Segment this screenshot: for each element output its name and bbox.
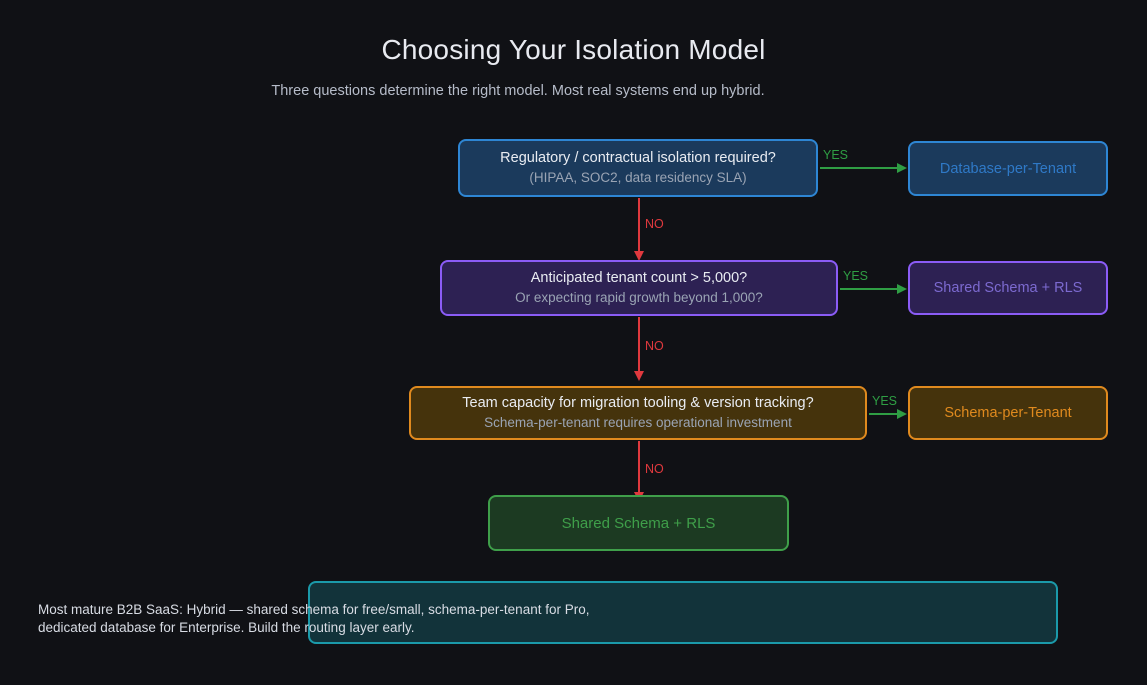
- outcome-label: Shared Schema + RLS: [933, 280, 1083, 296]
- decision-node-tenant-count[interactable]: Anticipated tenant count > 5,000? Or exp…: [440, 260, 838, 316]
- decision-question: Team capacity for migration tooling & ve…: [462, 395, 814, 411]
- yes-label-tenant-count: YES: [843, 269, 869, 283]
- outcome-label: Database-per-Tenant: [939, 160, 1077, 177]
- page-title: Choosing Your Isolation Model: [381, 34, 766, 65]
- outcome-node-database-per-tenant[interactable]: Database-per-Tenant: [908, 141, 1108, 196]
- yes-arrow-regulatory: [820, 163, 907, 173]
- outcome-label: Shared Schema + RLS: [561, 514, 716, 532]
- decision-node-regulatory[interactable]: Regulatory / contractual isolation requi…: [458, 139, 818, 197]
- yes-arrow-tenant-count: [840, 284, 907, 294]
- outcome-node-schema-per-tenant[interactable]: Schema-per-Tenant: [908, 386, 1108, 440]
- no-arrow-team-capacity: [634, 441, 644, 502]
- outcome-node-terminal-shared-schema-rls[interactable]: Shared Schema + RLS: [488, 495, 789, 551]
- note-text: Most mature B2B SaaS: Hybrid — shared sc…: [38, 602, 590, 635]
- decision-question: Regulatory / contractual isolation requi…: [500, 150, 776, 166]
- yes-label-regulatory: YES: [823, 148, 849, 162]
- decision-detail: Schema-per-tenant requires operational i…: [484, 415, 792, 430]
- decision-detail: Or expecting rapid growth beyond 1,000?: [515, 290, 763, 305]
- note-box: [308, 581, 1058, 644]
- yes-label-team-capacity: YES: [872, 394, 898, 408]
- no-label-tenant-count: NO: [645, 339, 664, 353]
- outcome-label: Schema-per-Tenant: [944, 405, 1072, 421]
- decision-node-team-capacity[interactable]: Team capacity for migration tooling & ve…: [409, 386, 867, 440]
- no-label-regulatory: NO: [645, 217, 664, 231]
- no-arrow-regulatory: [634, 198, 644, 261]
- decision-detail: (HIPAA, SOC2, data residency SLA): [529, 170, 747, 185]
- no-arrow-tenant-count: [634, 317, 644, 381]
- decision-question: Anticipated tenant count > 5,000?: [530, 270, 748, 286]
- no-label-team-capacity: NO: [645, 462, 664, 476]
- yes-arrow-team-capacity: [869, 409, 907, 419]
- outcome-node-shared-schema-rls[interactable]: Shared Schema + RLS: [908, 261, 1108, 315]
- page-subtitle: Three questions determine the right mode…: [271, 83, 765, 99]
